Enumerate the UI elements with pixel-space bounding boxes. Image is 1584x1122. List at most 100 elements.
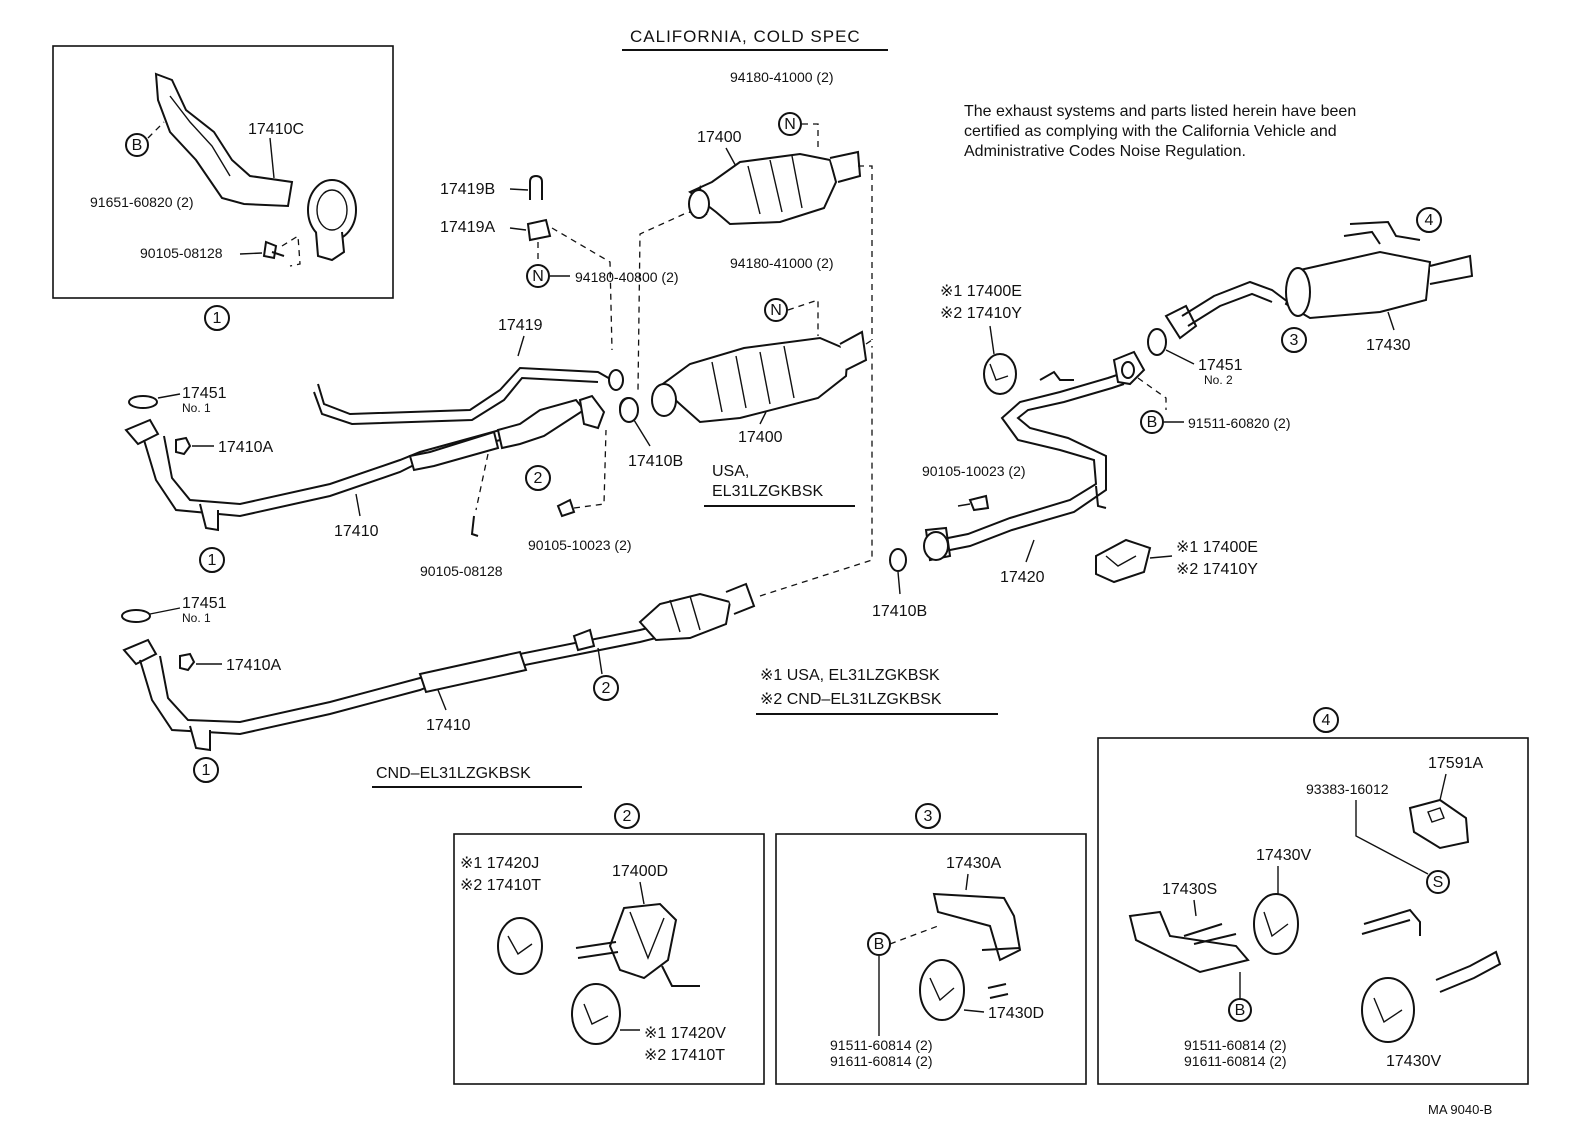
svg-text:4: 4 xyxy=(1425,212,1434,229)
callout-1-box: 1 xyxy=(204,305,230,331)
callout-2-box: 2 xyxy=(614,803,640,829)
svg-text:1: 1 xyxy=(202,762,211,779)
svg-text:2: 2 xyxy=(602,680,611,697)
label-17591a: 17591A xyxy=(1428,755,1483,772)
hanger-17400e-lower xyxy=(1095,538,1152,584)
hanger-17400e-top xyxy=(983,353,1017,395)
bolt-90105-10023-upper xyxy=(556,498,576,518)
gasket-17451-no2 xyxy=(1147,328,1167,356)
svg-text:B: B xyxy=(874,936,885,953)
gasket-17410b-upper xyxy=(619,397,639,423)
bracket-17430s xyxy=(1128,910,1250,974)
label-91511-60814-box4: 91511-60814 (2) xyxy=(1184,1037,1286,1053)
gasket-17451-no1-upper xyxy=(128,395,158,409)
label-91511-60814-box3: 91511-60814 (2) xyxy=(830,1037,932,1053)
label-17451-no2: 17451 xyxy=(1198,357,1243,374)
callout-n-mid: N xyxy=(764,298,788,322)
label-17451-upper: 17451 xyxy=(182,385,227,402)
leader-17410-lower xyxy=(437,689,447,711)
label-17420j: ※1 17420J xyxy=(460,855,539,872)
hanger-17420j xyxy=(497,917,543,975)
leader-17410c xyxy=(269,137,275,179)
callout-1-upper: 1 xyxy=(199,547,225,573)
label-17400e-lower: ※1 17400E xyxy=(1176,539,1258,556)
label-17430a: 17430A xyxy=(946,855,1001,872)
svg-text:B: B xyxy=(132,137,143,154)
leader-17400-mid xyxy=(759,411,767,425)
callout-4-box: 4 xyxy=(1313,707,1339,733)
note-line-2: certified as complying with the Californ… xyxy=(964,123,1337,140)
nut-17410a-lower xyxy=(179,652,196,672)
label-17400-top: 17400 xyxy=(697,129,742,146)
rod-hanger-a xyxy=(1361,908,1421,936)
hanger-17430d xyxy=(919,959,1009,1021)
catalytic-converter-mid xyxy=(651,330,868,424)
label-90105-10023-upper: 90105-10023 (2) xyxy=(528,537,632,553)
detail-box-2 xyxy=(453,833,765,1085)
hanger-17420v xyxy=(571,983,621,1045)
header-cnd: CND–EL31LZGKBSK xyxy=(376,765,531,782)
svg-text:N: N xyxy=(532,268,544,285)
tailpipe-17419 xyxy=(317,366,613,416)
label-17410a-upper: 17410A xyxy=(218,439,273,456)
label-17410a-lower: 17410A xyxy=(226,657,281,674)
muffler-17430 xyxy=(1164,220,1474,340)
leader-b-box1 xyxy=(147,121,165,139)
leader-b-center xyxy=(1137,377,1167,410)
label-90105-08128-upper: 90105-08128 xyxy=(420,563,503,579)
label-17420v: ※1 17420V xyxy=(644,1025,726,1042)
header-usa-code: EL31LZGKBSK xyxy=(712,483,824,500)
leader-17419a-dash xyxy=(551,227,613,351)
svg-text:1: 1 xyxy=(213,310,222,327)
detail-box-3 xyxy=(775,833,1087,1085)
label-17410b-upper: 17410B xyxy=(628,453,683,470)
svg-text:B: B xyxy=(1235,1002,1246,1019)
svg-text:2: 2 xyxy=(534,470,543,487)
leader-clamp xyxy=(281,234,301,267)
label-90105-08128-box1: 90105-08128 xyxy=(140,245,223,261)
callout-n-17419: N xyxy=(526,264,550,288)
cushion-17591a xyxy=(1408,798,1470,850)
label-17419: 17419 xyxy=(498,317,543,334)
leader-cat-top-left xyxy=(637,213,685,391)
svg-text:B: B xyxy=(1147,414,1158,431)
label-no2: No. 2 xyxy=(1204,373,1233,387)
label-91611-60814-box4: 91611-60814 (2) xyxy=(1184,1053,1286,1069)
leader-n-top xyxy=(802,123,819,150)
label-17420: 17420 xyxy=(1000,569,1045,586)
hanger-17430v-top xyxy=(1253,893,1299,955)
callout-b-box4: B xyxy=(1228,998,1252,1022)
callout-n-top: N xyxy=(778,112,802,136)
label-17400e-top: ※1 17400E xyxy=(940,283,1022,300)
gasket-17451-no1-lower xyxy=(121,609,151,623)
callout-3-box: 3 xyxy=(915,803,941,829)
leader-17419a xyxy=(509,227,527,231)
header-california: CALIFORNIA, COLD SPEC xyxy=(630,27,861,46)
callout-b-box3: B xyxy=(867,932,891,956)
label-17419b: 17419B xyxy=(440,181,495,198)
clamp-band xyxy=(307,179,357,262)
leader-90105-box1 xyxy=(239,252,263,255)
note-line-3: Administrative Codes Noise Regulation. xyxy=(964,143,1246,160)
label-17410-lower: 17410 xyxy=(426,717,471,734)
label-90105-10023-center: 90105-10023 (2) xyxy=(922,463,1026,479)
label-17400-mid: 17400 xyxy=(738,429,783,446)
label-no1-lower: No. 1 xyxy=(182,611,211,625)
u-bolt-17419b xyxy=(529,174,543,200)
center-pipe-17420 xyxy=(923,350,1146,562)
label-17410-upper: 17410 xyxy=(334,523,379,540)
detail-box-1 xyxy=(52,45,394,299)
callout-b-box1: B xyxy=(125,133,149,157)
bolt-90105-08128-upper xyxy=(470,515,479,537)
label-17430v-top: 17430V xyxy=(1256,847,1311,864)
label-17410y-top: ※2 17410Y xyxy=(940,305,1022,322)
rod-hanger-b xyxy=(1435,950,1502,993)
clamp-17419a xyxy=(526,218,552,242)
label-91511-60820: 91511-60820 (2) xyxy=(1188,415,1290,431)
catalytic-converter-top xyxy=(688,150,862,226)
leader-17410-upper xyxy=(355,493,361,517)
callout-s: S xyxy=(1426,870,1450,894)
label-91611-60814-box3: 91611-60814 (2) xyxy=(830,1053,932,1069)
label-17400d: 17400D xyxy=(612,863,668,880)
label-17410b-lower: 17410B xyxy=(872,603,927,620)
